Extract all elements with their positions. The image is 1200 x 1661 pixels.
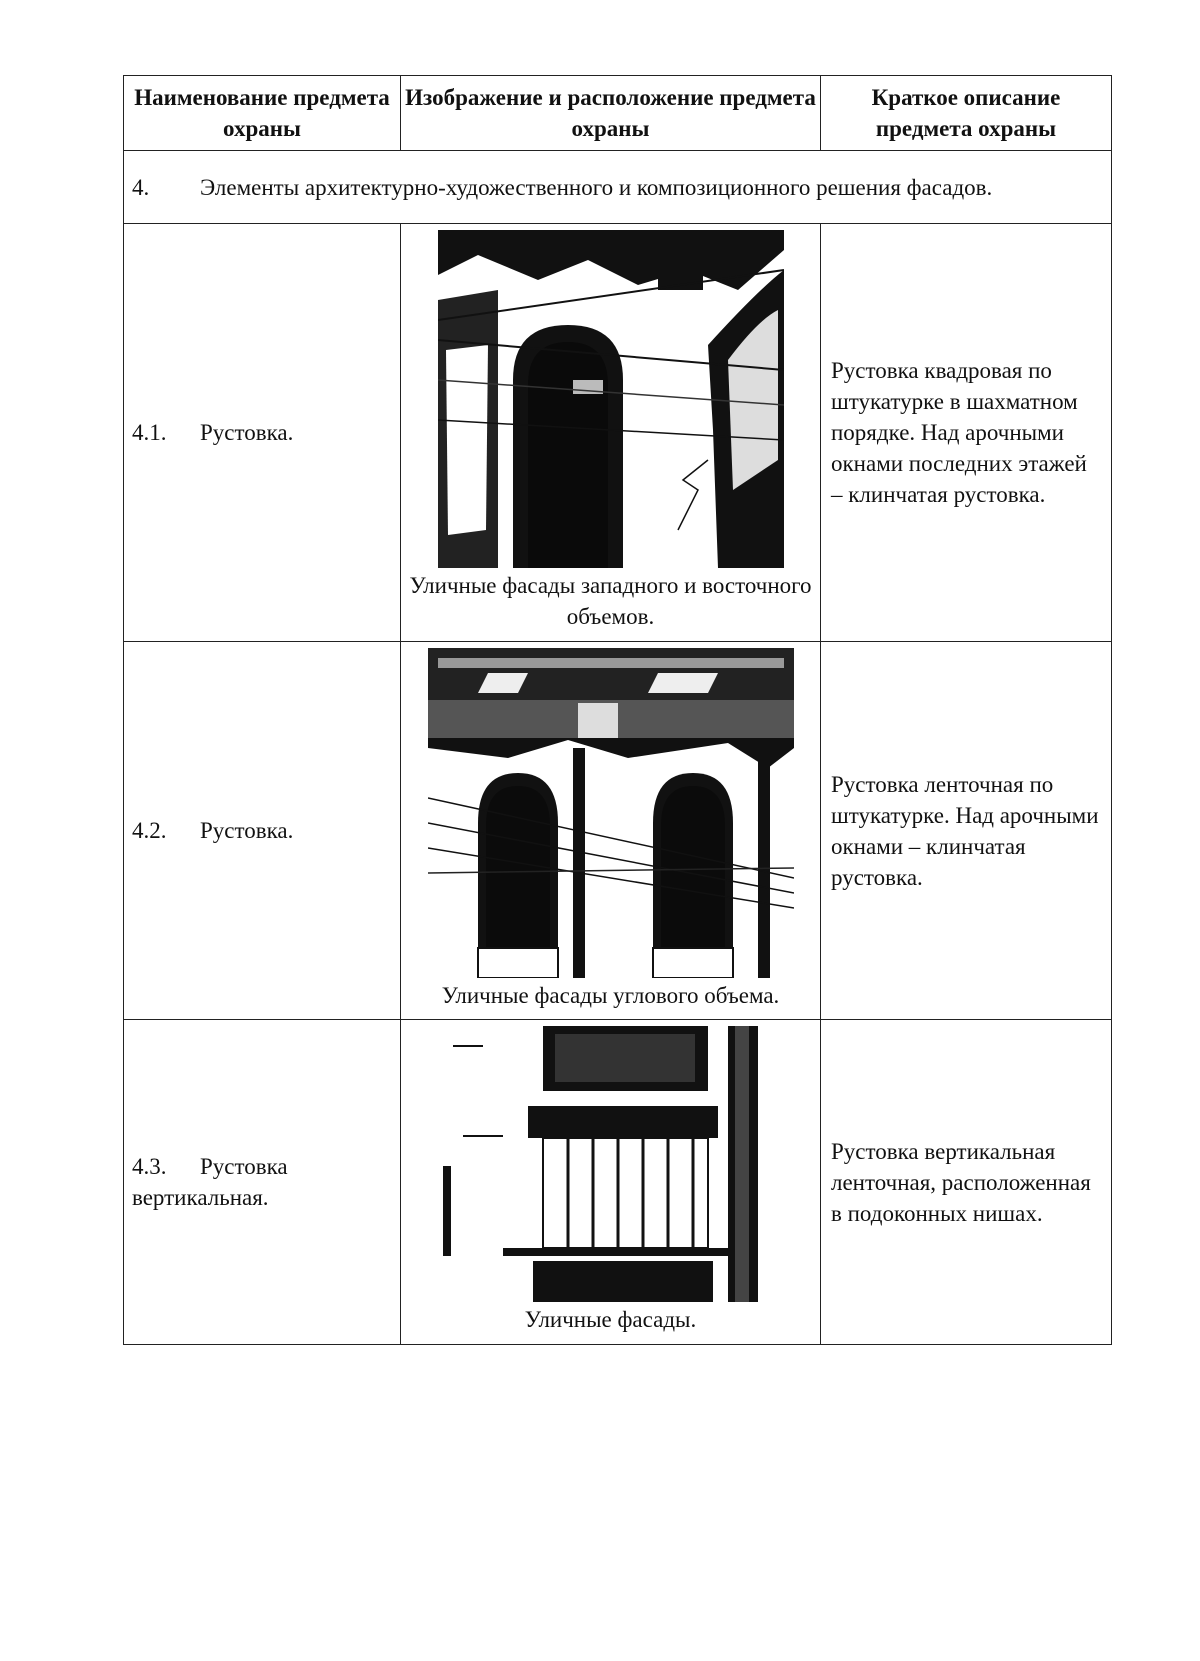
row-name: Рустовка.	[200, 818, 294, 843]
section-cell: 4. Элементы архитектурно-художественного …	[123, 150, 1112, 224]
row-name: Рустовка вертикальная.	[132, 1154, 288, 1210]
row-description-cell: Рустовка ленточная по штукатурке. Над ар…	[820, 641, 1112, 1020]
section-number: 4.	[132, 174, 150, 200]
table-row: 4.2. Рустовка.	[123, 641, 1112, 1020]
row-description-cell: Рустовка квадровая по штукатурке в шахма…	[820, 223, 1112, 642]
table-row: 4.3.Рустовка вертикальная.	[123, 1019, 1112, 1345]
row-image-cell: Уличные фасады западного и восточного об…	[400, 223, 821, 642]
header-image: Изображение и расположение предмета охра…	[400, 75, 821, 151]
section-row: 4. Элементы архитектурно-художественного …	[123, 150, 1112, 224]
facade-photo-arched-window	[437, 230, 784, 568]
protection-items-table: Наименование предмета охраны Изображение…	[123, 75, 1112, 1345]
row-name: Рустовка.	[200, 420, 294, 445]
row-number: 4.2.	[132, 818, 167, 843]
table-row: 4.1.Рустовка. Уличные фасады западн	[123, 223, 1112, 642]
row-number: 4.1.	[132, 420, 167, 445]
row-name-cell: 4.3.Рустовка вертикальная.	[123, 1019, 401, 1345]
row-image-cell: Уличные фасады углового объема.	[400, 641, 821, 1020]
image-caption: Уличные фасады углового объема.	[441, 983, 780, 1008]
row-number: 4.3.	[132, 1154, 167, 1179]
row-image-cell: Уличные фасады.	[400, 1019, 821, 1345]
facade-photo-window-niche	[442, 1026, 779, 1302]
header-description: Краткое описание предмета охраны	[820, 75, 1112, 151]
section-title: Элементы архитектурно-художественного и …	[200, 174, 993, 200]
image-caption: Уличные фасады.	[524, 1307, 697, 1332]
row-name-cell: 4.1. Рустовка.	[123, 223, 401, 642]
image-caption: Уличные фасады западного и восточного об…	[409, 573, 812, 629]
header-name: Наименование предмета охраны	[123, 75, 401, 151]
table-header-row: Наименование предмета охраны Изображение…	[123, 75, 1112, 151]
row-description-cell: Рустовка вертикальная ленточная, располо…	[820, 1019, 1112, 1345]
facade-photo-two-arched-windows	[427, 648, 794, 978]
row-name-cell: 4.2. Рустовка.	[123, 641, 401, 1020]
